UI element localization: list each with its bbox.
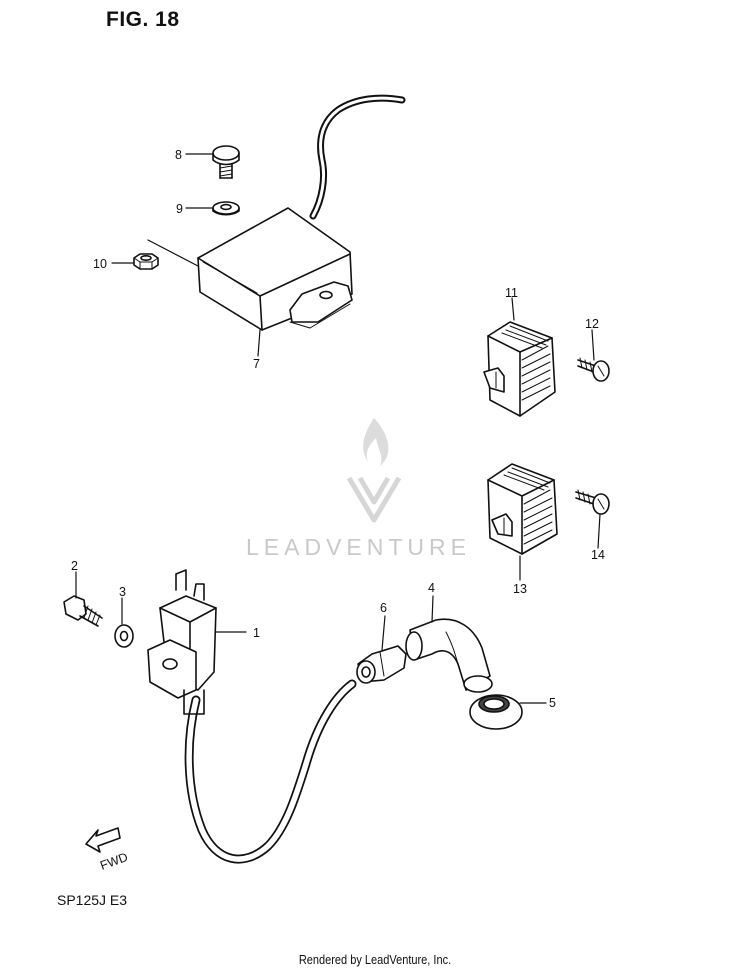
fwd-label: FWD: [98, 850, 130, 873]
part-4-spark-plug-cap: [405, 618, 493, 693]
model-code: SP125J E3: [57, 892, 128, 908]
callout-7: 7: [253, 357, 260, 371]
part-10-nut: [133, 253, 159, 270]
part-3-washer: [114, 624, 134, 648]
part-6-plug-cap-boot: [356, 645, 407, 684]
render-credit: Rendered by LeadVenture, Inc.: [298, 953, 452, 967]
part-2-bolt: [63, 595, 103, 627]
part-1-ignition-coil: [147, 569, 357, 864]
part-14-screw: [575, 489, 610, 515]
callout-11: 11: [505, 286, 518, 300]
callout-1: 1: [253, 626, 260, 640]
callout-3: 3: [119, 585, 126, 599]
part-12-screw: [577, 357, 610, 382]
callout-2: 2: [71, 559, 78, 573]
figure-title: FIG. 18: [106, 8, 180, 31]
callout-10: 10: [93, 257, 107, 271]
callout-5: 5: [549, 696, 556, 710]
part-7-cdi-unit: [197, 94, 406, 331]
callout-14: 14: [591, 548, 605, 562]
callout-4: 4: [428, 581, 435, 595]
part-11-regulator: [483, 321, 556, 417]
callout-13: 13: [513, 582, 527, 596]
callout-8: 8: [175, 148, 182, 162]
callout-9: 9: [176, 202, 183, 216]
forward-direction-arrow: [85, 827, 121, 853]
callout-12: 12: [585, 317, 599, 331]
part-5-seal-ring: [469, 694, 523, 730]
callout-leader-lines: [75, 153, 601, 704]
callout-6: 6: [380, 601, 387, 615]
part-13-regulator: [487, 463, 558, 555]
part-8-bolt: [212, 145, 240, 179]
watermark-text: LEADVENTURE: [246, 534, 471, 560]
part-9-washer: [212, 201, 240, 216]
